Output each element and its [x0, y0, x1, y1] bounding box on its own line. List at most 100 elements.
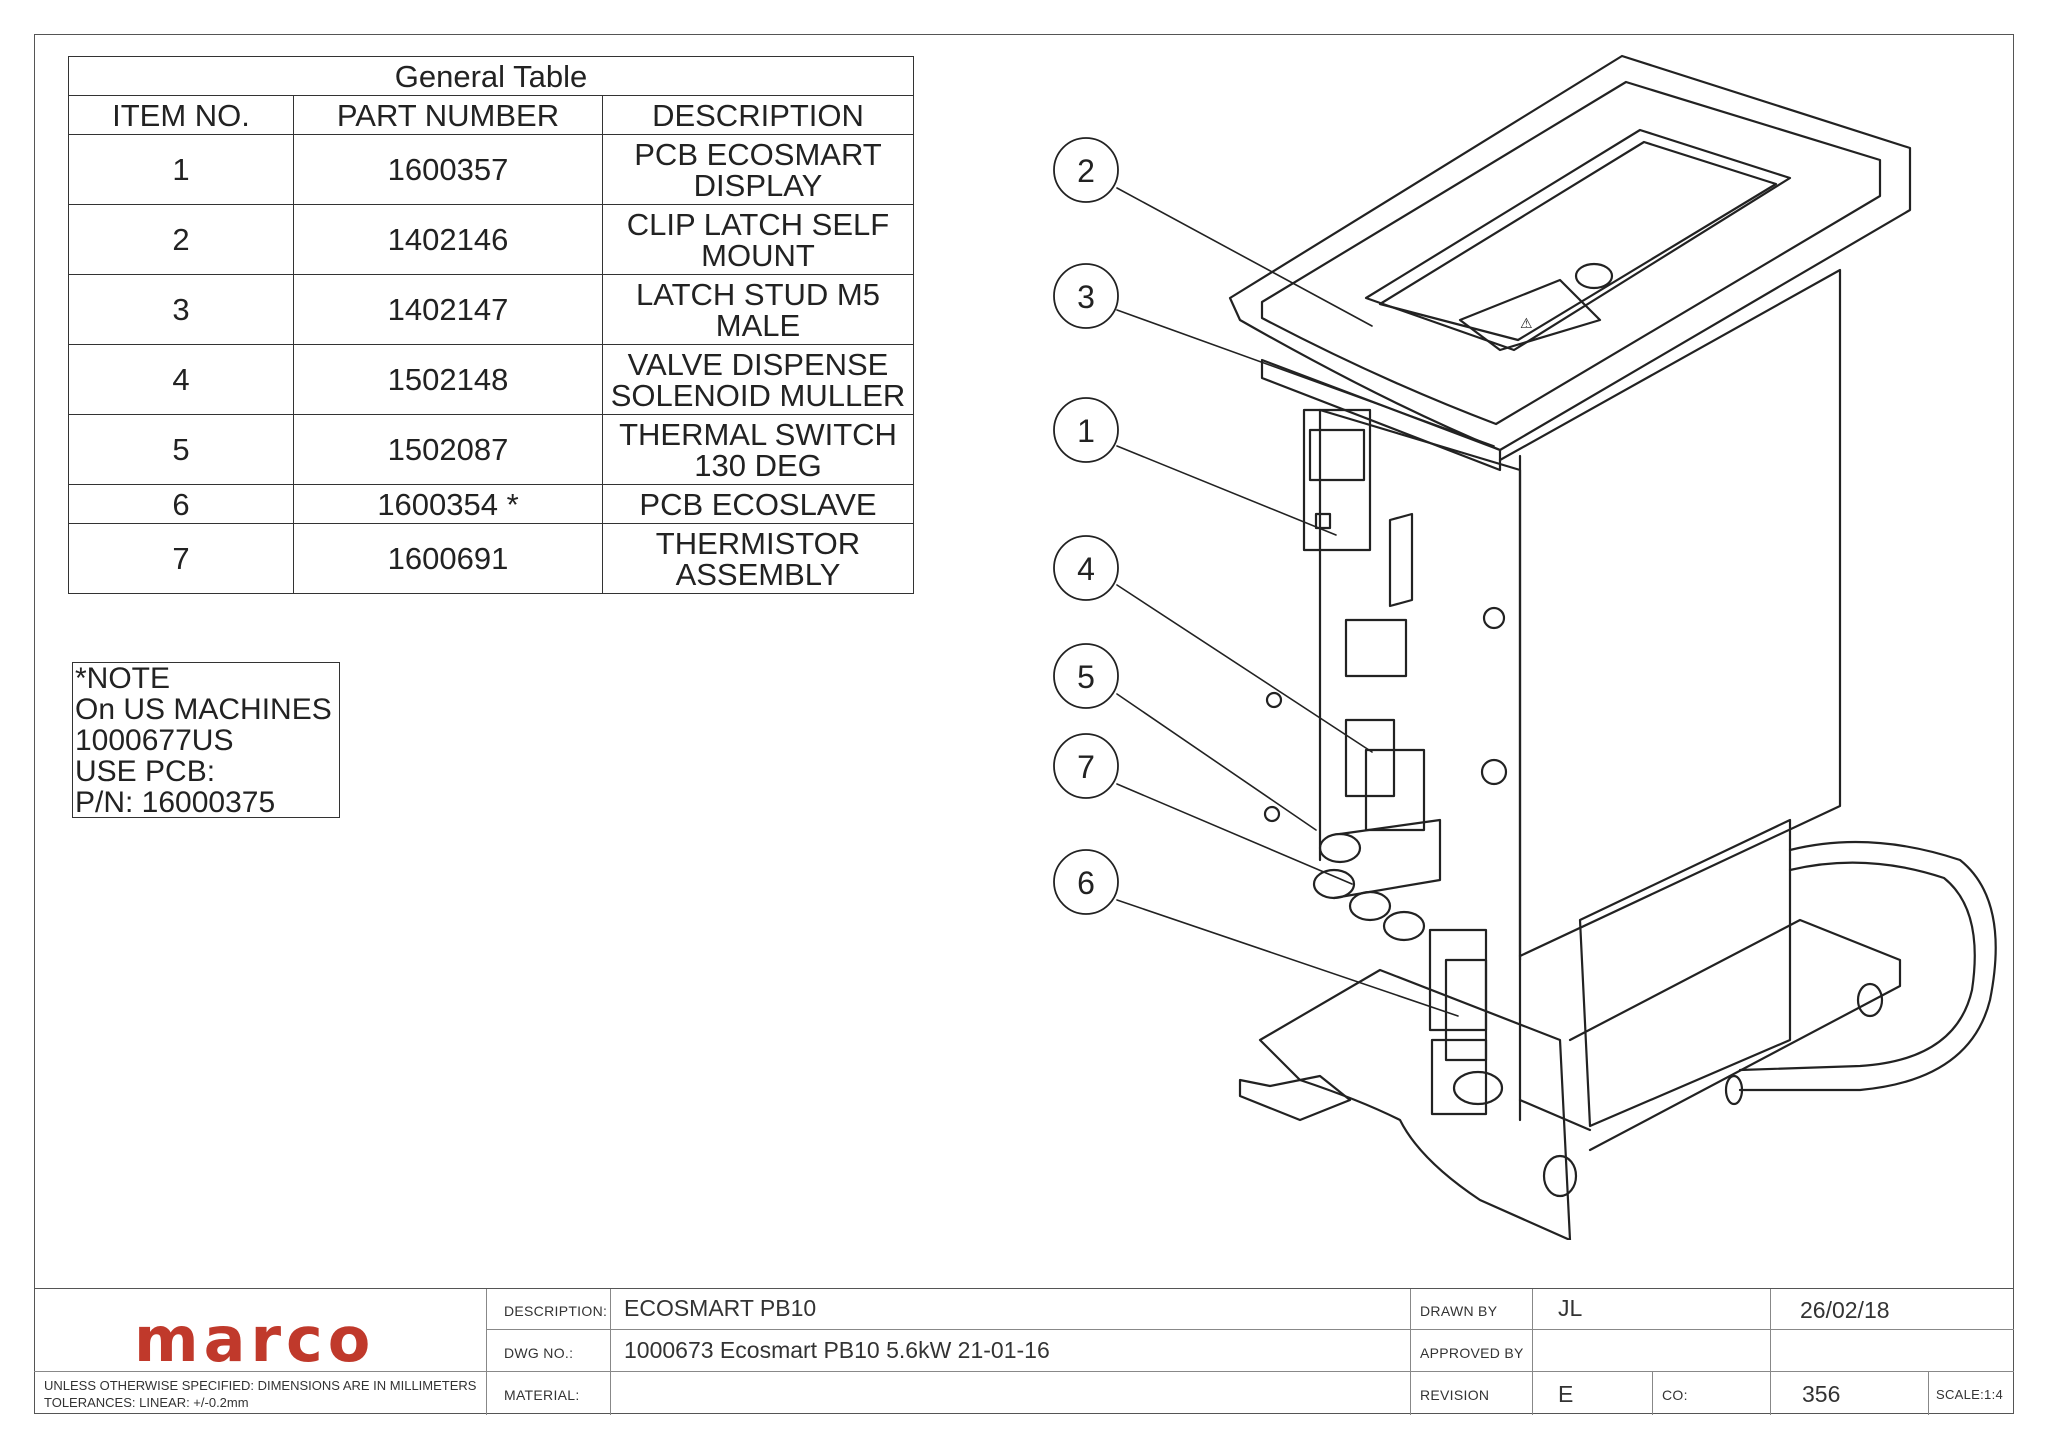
part-number: 1600691 — [293, 523, 603, 594]
divider — [1770, 1289, 1771, 1415]
description-line: CLIP LATCH SELF — [626, 206, 890, 242]
description-value: ECOSMART PB10 — [624, 1295, 817, 1321]
description-label: DESCRIPTION: — [504, 1303, 608, 1319]
main-body — [1318, 268, 1842, 1128]
material-label: MATERIAL: — [504, 1387, 580, 1403]
title-block: marco UNLESS OTHERWISE SPECIFIED: DIMENS… — [34, 1288, 2014, 1415]
co-value: 356 — [1802, 1381, 1841, 1407]
divider — [486, 1371, 2014, 1372]
tolerance-note: UNLESS OTHERWISE SPECIFIED: DIMENSIONS A… — [44, 1377, 476, 1411]
balloon — [1053, 535, 1119, 601]
approved-by-label: APPROVED BY — [1420, 1345, 1524, 1361]
item-no: 6 — [68, 484, 294, 524]
slave-pcb — [1428, 928, 1488, 1116]
co-label: CO: — [1662, 1387, 1688, 1403]
divider — [1532, 1289, 1533, 1415]
balloon-label: 7 — [1077, 749, 1095, 785]
divider — [1652, 1371, 1653, 1415]
description-line: MALE — [715, 307, 801, 343]
balloons — [1053, 137, 1119, 915]
balloon — [1053, 263, 1119, 329]
part-number: 1502087 — [293, 414, 603, 485]
note-line: P/N: 16000375 — [75, 786, 276, 819]
note-line: On US MACHINES — [75, 693, 332, 726]
part-number: 1402146 — [293, 204, 603, 275]
tolerance-line: UNLESS OTHERWISE SPECIFIED: DIMENSIONS A… — [44, 1378, 477, 1393]
divider — [1928, 1371, 1929, 1415]
dwg-no-label: DWG NO.: — [504, 1345, 574, 1361]
description-line: MOUNT — [701, 237, 815, 273]
balloon-label: 6 — [1077, 865, 1095, 901]
assembly-drawing: ⚠ — [1053, 54, 1997, 1240]
part-number: 1600354 * — [293, 484, 603, 524]
item-no: 2 — [68, 204, 294, 275]
balloon-label: 2 — [1077, 153, 1095, 189]
base-frame — [1238, 918, 1902, 1240]
item-no: 5 — [68, 414, 294, 485]
header-item-no: ITEM NO. — [68, 95, 294, 135]
balloon — [1053, 849, 1119, 915]
part-number: 1600357 — [293, 134, 603, 205]
revision-label: REVISION — [1420, 1387, 1490, 1403]
header-part-number: PART NUMBER — [293, 95, 603, 135]
drain-hose — [1724, 840, 1997, 1106]
balloon-label: 1 — [1077, 413, 1095, 449]
date-value: 26/02/18 — [1800, 1297, 1890, 1323]
divider — [34, 1371, 486, 1372]
balloon — [1053, 397, 1119, 463]
description-line: LATCH STUD M5 — [635, 276, 880, 312]
item-no: 4 — [68, 344, 294, 415]
marco-logo: marco — [134, 1303, 376, 1376]
item-no: 3 — [68, 274, 294, 345]
header-description: DESCRIPTION — [602, 95, 914, 135]
divider — [1410, 1289, 1411, 1415]
scale-label: SCALE:1:4 — [1936, 1387, 2004, 1402]
note-line: 1000677US — [75, 724, 234, 757]
description-line: PCB ECOSMART — [634, 136, 882, 172]
drawing-frame — [34, 34, 2014, 1414]
balloon-label: 3 — [1077, 279, 1095, 315]
revision-value: E — [1558, 1381, 1574, 1407]
description: PCB ECOSLAVE — [602, 484, 914, 524]
item-no: 1 — [68, 134, 294, 205]
svg-text:⚠: ⚠ — [1520, 315, 1533, 331]
balloon-label: 4 — [1077, 551, 1095, 587]
description-line: ASSEMBLY — [675, 556, 841, 592]
balloon — [1053, 733, 1119, 799]
general-table: General Table ITEM NO. PART NUMBER DESCR… — [68, 56, 914, 594]
drawn-by-value: JL — [1558, 1295, 1583, 1321]
dwg-no-value: 1000673 Ecosmart PB10 5.6kW 21-01-16 — [624, 1337, 1050, 1363]
divider — [486, 1289, 487, 1415]
tolerance-line: TOLERANCES: LINEAR: +/-0.2mm — [44, 1395, 249, 1410]
note-line: *NOTE — [75, 662, 171, 695]
divider — [610, 1289, 611, 1415]
leader-lines — [1116, 187, 1495, 1017]
description-line: THERMISTOR — [655, 525, 861, 561]
divider — [486, 1329, 2014, 1330]
top-tray: ⚠ — [1228, 54, 1912, 472]
description-line: SOLENOID MULLER — [610, 377, 906, 413]
balloon-labels: 2 3 1 4 5 7 6 — [1077, 153, 1095, 901]
description-line: 130 DEG — [694, 447, 822, 483]
balloon — [1053, 137, 1119, 203]
table-title: General Table — [68, 56, 914, 96]
description-line: THERMAL SWITCH — [619, 416, 897, 452]
balloon-label: 5 — [1077, 659, 1095, 695]
us-machines-note: *NOTE On US MACHINES 1000677US USE PCB: … — [72, 662, 340, 818]
note-line: USE PCB: — [75, 755, 216, 788]
valve-assembly — [1263, 606, 1508, 942]
description-line: VALVE DISPENSE — [627, 346, 889, 382]
display-pcb — [1302, 408, 1414, 608]
balloon — [1053, 643, 1119, 709]
